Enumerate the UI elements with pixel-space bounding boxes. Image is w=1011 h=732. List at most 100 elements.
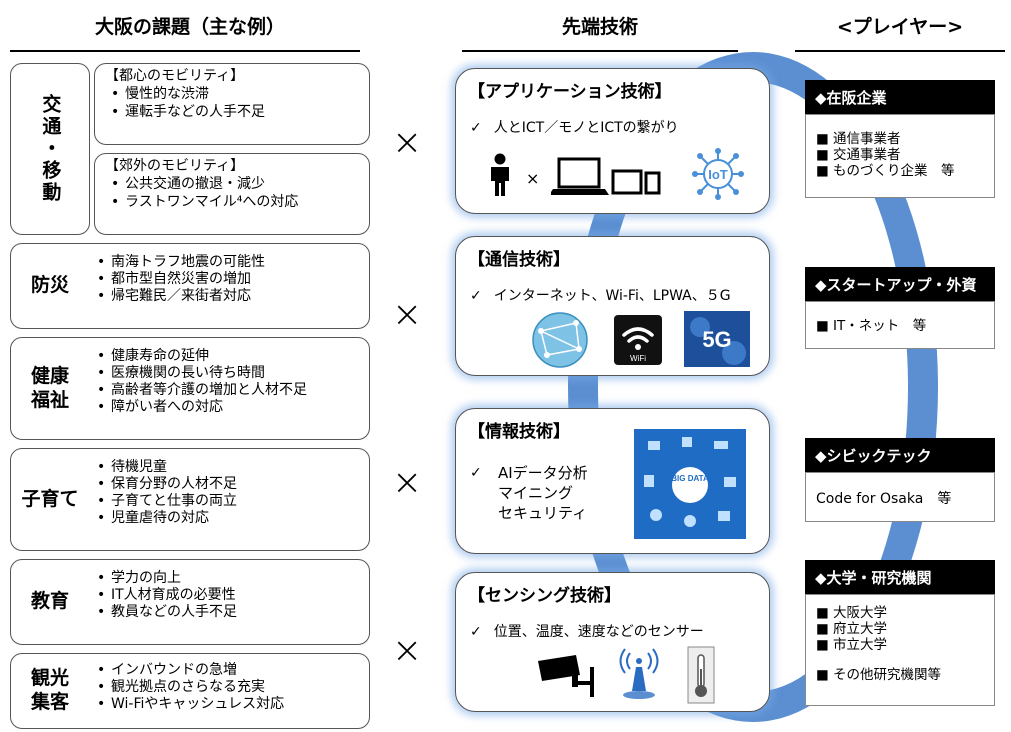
issue-row-tourism: 観光 集客 インバウンドの急増 観光拠点のさらなる充実 Wi-Fiやキャッシュレ… bbox=[10, 653, 370, 729]
list-item: 待機児童 bbox=[93, 459, 237, 476]
list-item: 運転手などの人手不足 bbox=[103, 103, 361, 121]
list-item: ■ その他研究機関等 bbox=[816, 667, 942, 683]
tech-title: 【通信技術】 bbox=[468, 250, 570, 270]
signal-sensor-icon bbox=[619, 648, 659, 699]
player-body: ■ 通信事業者 ■ 交通事業者 ■ ものづくり企業 等 bbox=[805, 114, 995, 198]
issues-header: 大阪の課題（主な例） bbox=[94, 16, 285, 38]
iot-label: IoT bbox=[708, 167, 728, 182]
tech-desc: ✓ AIデータ分析 マイニング セキュリティ bbox=[470, 463, 588, 523]
5g-icon: 5G bbox=[684, 311, 750, 367]
player-header: ◆大学・研究機関 bbox=[805, 560, 995, 594]
tech-desc: ✓ インターネット、Wi-Fi、LPWA、５G bbox=[470, 285, 731, 305]
list-item: ■ 府立大学 bbox=[816, 621, 888, 637]
tech-title: 【アプリケーション技術】 bbox=[468, 82, 672, 102]
list-item: ラストワンマイル⁴への対応 bbox=[103, 193, 361, 211]
list-item: ■ IT・ネット 等 bbox=[816, 318, 927, 334]
list-item: ■ 交通事業者 bbox=[816, 147, 901, 163]
globe-network-icon bbox=[532, 312, 588, 368]
suburban-mobility-box: 【郊外のモビリティ】 公共交通の撤退・減少 ラストワンマイル⁴への対応 bbox=[94, 153, 370, 235]
list-item: 子育てと仕事の両立 bbox=[93, 493, 237, 510]
list-item: ■ 市立大学 bbox=[816, 637, 888, 653]
times-small: × bbox=[526, 169, 540, 188]
player-body: ■ IT・ネット 等 bbox=[805, 301, 995, 349]
person-icon bbox=[491, 153, 509, 196]
wifi-label: WiFi bbox=[630, 354, 646, 363]
list-item: 観光拠点のさらなる充実 bbox=[93, 679, 284, 696]
tech-title: 【センシング技術】 bbox=[468, 586, 621, 606]
tech-header-rule bbox=[462, 50, 738, 52]
tech-desc-line: AIデータ分析 bbox=[498, 464, 588, 482]
iot-icon: IoT bbox=[692, 148, 744, 200]
issue-label: 子育て bbox=[21, 487, 79, 510]
devices-icon bbox=[551, 157, 661, 195]
player-header: ◆シビックテック bbox=[805, 438, 995, 472]
list-item: 児童虐待の対応 bbox=[93, 510, 237, 527]
issue-row-health: 健康 福祉 健康寿命の延伸 医療機関の長い待ち時間 高齢者等介護の増加と人材不足… bbox=[10, 337, 370, 440]
times-symbol: × bbox=[392, 462, 423, 503]
list-item: ■ 大阪大学 bbox=[816, 605, 888, 621]
tech-desc-text: 位置、温度、速度などのセンサー bbox=[493, 624, 704, 640]
tech-title: 【情報技術】 bbox=[468, 422, 570, 442]
player-body: ■ 大阪大学 ■ 府立大学 ■ 市立大学 ■ その他研究機関等 bbox=[805, 594, 995, 706]
list-item: ■ 通信事業者 bbox=[816, 131, 901, 147]
tech-desc-line: マイニング bbox=[498, 484, 574, 502]
list-item: 帰宅難民／来街者対応 bbox=[93, 288, 265, 305]
issue-row-education: 教育 学力の向上 IT人材育成の必要性 教員などの人手不足 bbox=[10, 559, 370, 645]
check-icon: ✓ bbox=[470, 288, 482, 304]
issue-label: 健康 福祉 bbox=[30, 364, 69, 411]
list-item: 公共交通の撤退・減少 bbox=[103, 175, 361, 193]
list-item: 教員などの人手不足 bbox=[93, 604, 237, 621]
tech-box-sensing: 【センシング技術】 ✓ 位置、温度、速度などのセンサー bbox=[455, 572, 770, 712]
player-header: ◆在阪企業 bbox=[805, 80, 995, 114]
times-symbol: × bbox=[392, 122, 423, 163]
list-item: Code for Osaka 等 bbox=[816, 491, 952, 507]
tech-desc: ✓人とICT／モノとICTの繋がり bbox=[470, 117, 679, 137]
list-item: ■ ものづくり企業 等 bbox=[816, 163, 955, 179]
issue-row-disaster: 防災 南海トラフ地震の可能性 都市型自然災害の増加 帰宅難民／来街者対応 bbox=[10, 243, 370, 329]
check-icon: ✓ bbox=[470, 624, 482, 640]
wifi-icon: WiFi bbox=[614, 315, 662, 365]
issue-label: 防災 bbox=[30, 274, 69, 297]
urban-mobility-box: 【都心のモビリティ】 慢性的な渋滞 運転手などの人手不足 bbox=[94, 63, 370, 145]
list-item: Wi-Fiやキャッシュレス対応 bbox=[93, 696, 284, 713]
tech-desc: ✓ 位置、温度、速度などのセンサー bbox=[470, 621, 704, 641]
list-item: 南海トラフ地震の可能性 bbox=[93, 254, 265, 271]
camera-icon bbox=[538, 655, 594, 697]
5g-label: 5G bbox=[702, 327, 731, 352]
issue-label: 教育 bbox=[30, 590, 69, 613]
big-data-icon: BIG DATA bbox=[634, 429, 746, 539]
times-symbol: × bbox=[392, 294, 423, 335]
category-mobility: 交通・移動 bbox=[10, 63, 90, 235]
list-item: 都市型自然災害の増加 bbox=[93, 271, 265, 288]
list-item: 障がい者への対応 bbox=[93, 399, 307, 416]
bigdata-label: BIG DATA bbox=[671, 474, 709, 483]
players-header-rule bbox=[795, 50, 1005, 52]
tech-box-information: 【情報技術】 ✓ AIデータ分析 マイニング セキュリティ BIG DATA bbox=[455, 408, 770, 554]
list-item: 健康寿命の延伸 bbox=[93, 348, 307, 365]
issues-header-rule bbox=[10, 50, 360, 52]
issue-row-childcare: 子育て 待機児童 保育分野の人材不足 子育てと仕事の両立 児童虐待の対応 bbox=[10, 448, 370, 551]
check-icon: ✓ bbox=[470, 465, 482, 481]
player-header: ◆スタートアップ・外資 bbox=[805, 267, 995, 301]
list-item: 学力の向上 bbox=[93, 570, 237, 587]
list-item: 高齢者等介護の増加と人材不足 bbox=[93, 382, 307, 399]
suburban-mobility-title: 【郊外のモビリティ】 bbox=[105, 158, 245, 174]
tech-desc-text: インターネット、Wi-Fi、LPWA、５G bbox=[493, 288, 731, 304]
list-item: 保育分野の人材不足 bbox=[93, 476, 237, 493]
player-body: Code for Osaka 等 bbox=[805, 472, 995, 522]
tech-header: 先端技術 bbox=[561, 16, 638, 38]
tech-box-application: 【アプリケーション技術】 ✓人とICT／モノとICTの繋がり × IoT bbox=[455, 68, 770, 214]
list-item: 慢性的な渋滞 bbox=[103, 85, 361, 103]
players-header: <プレイヤー> bbox=[836, 16, 964, 38]
tech-box-communication: 【通信技術】 ✓ インターネット、Wi-Fi、LPWA、５G WiFi 5G bbox=[455, 236, 770, 376]
times-symbol: × bbox=[392, 630, 423, 671]
list-item: IT人材育成の必要性 bbox=[93, 587, 237, 604]
category-mobility-label: 交通・移動 bbox=[39, 94, 62, 204]
list-item: 医療機関の長い待ち時間 bbox=[93, 365, 307, 382]
thermometer-icon bbox=[687, 646, 715, 704]
issue-label: 観光 集客 bbox=[30, 667, 69, 713]
tech-desc-line: セキュリティ bbox=[498, 504, 588, 522]
tech-desc-text: 人とICT／モノとICTの繋がり bbox=[493, 120, 679, 136]
list-item: インバウンドの急増 bbox=[93, 662, 284, 679]
urban-mobility-title: 【都心のモビリティ】 bbox=[105, 68, 245, 84]
